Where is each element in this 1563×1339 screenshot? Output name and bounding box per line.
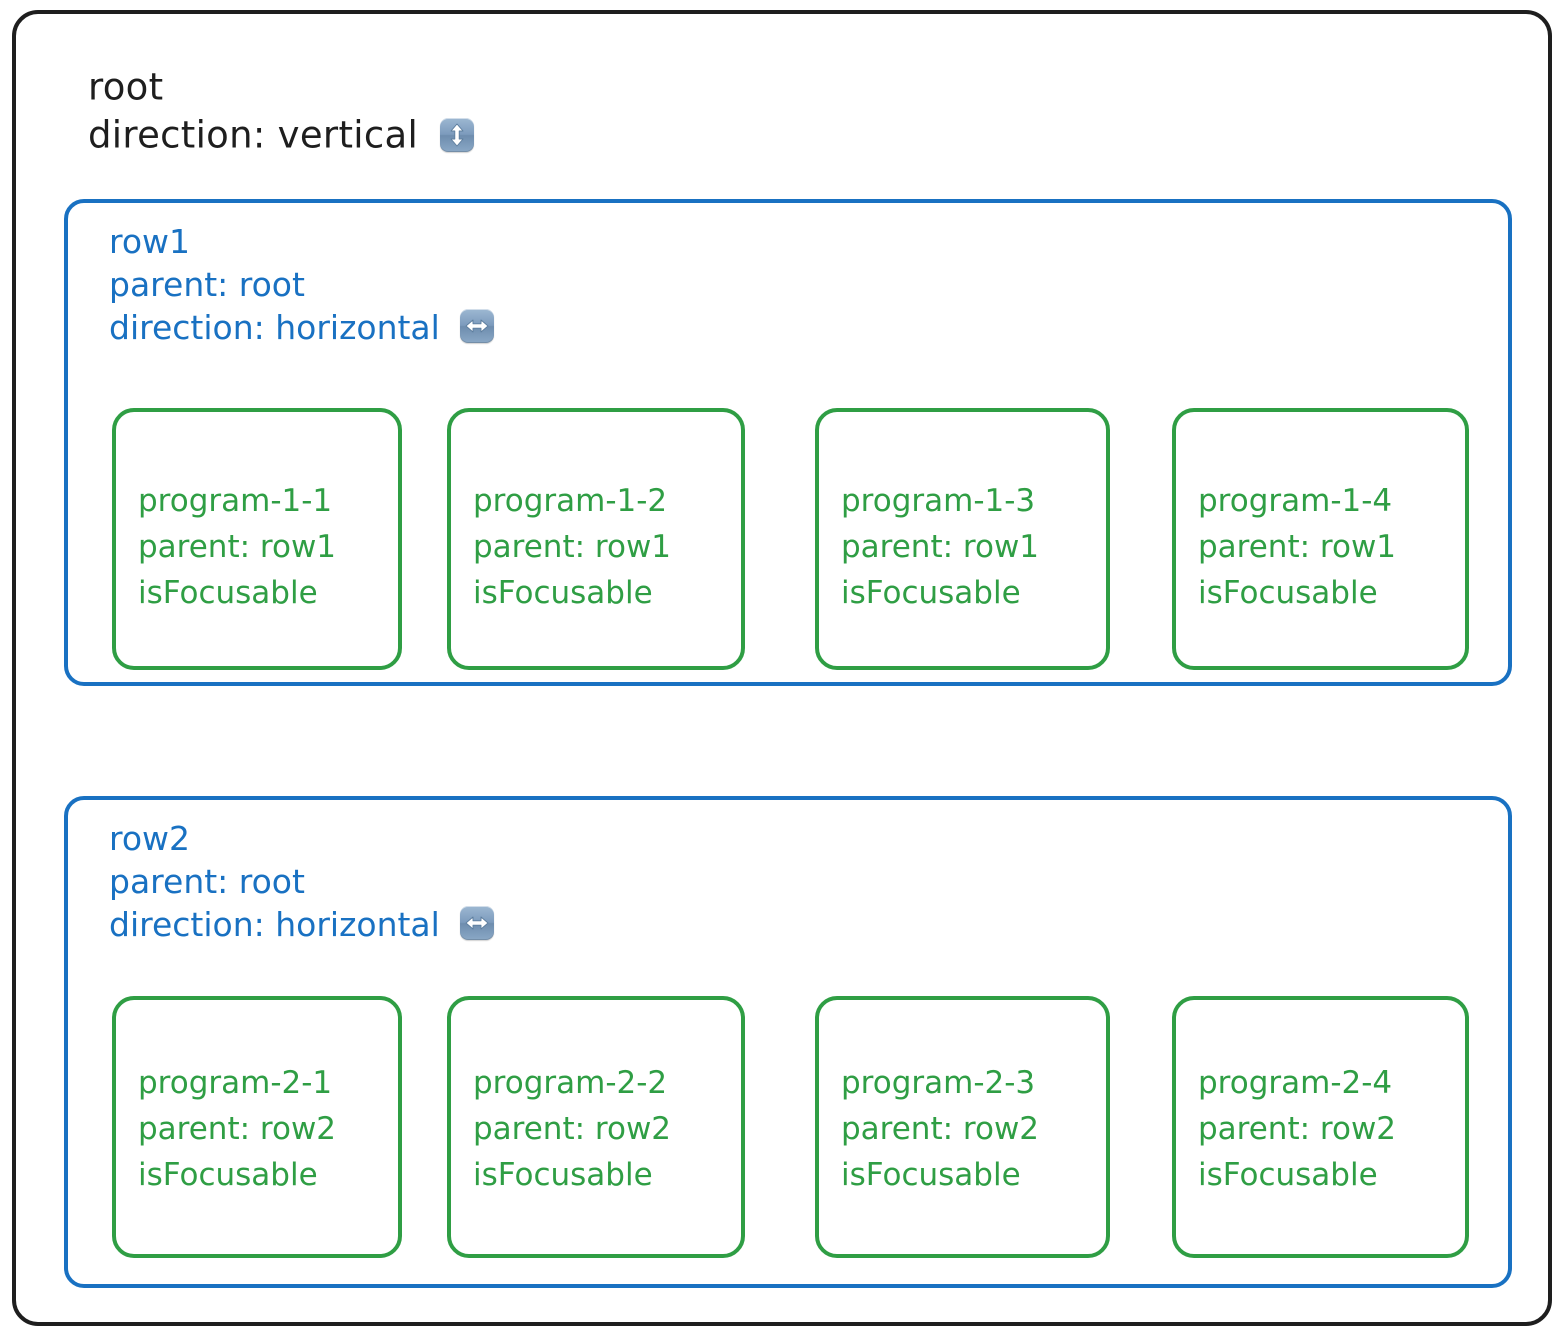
program-node[interactable]: program-2-1 parent: row2 isFocusable (112, 996, 402, 1258)
root-direction-label: direction: vertical (88, 113, 419, 157)
row2-parent-line: parent: root (109, 858, 494, 901)
program-parent-label: parent: row1 (473, 529, 672, 565)
program-focusable-label: isFocusable (1198, 1157, 1378, 1193)
program-node[interactable]: program-1-4 parent: row1 isFocusable (1172, 408, 1469, 670)
row-container-row1[interactable]: row1 parent: root direction: horizontal (64, 199, 1512, 686)
program-focusable-label: isFocusable (473, 1157, 653, 1193)
row1-parent-line: parent: root (109, 261, 494, 304)
program-name: program-1-1 (138, 483, 333, 519)
program-name: program-1-2 (473, 483, 668, 519)
program-focusable-label: isFocusable (138, 575, 318, 611)
program-name: program-2-4 (1198, 1065, 1393, 1101)
row1-label-group: row1 parent: root direction: horizontal (109, 218, 495, 347)
program-parent-label: parent: row2 (841, 1111, 1040, 1147)
row2-label-group: row2 parent: root direction: horizontal (109, 815, 495, 944)
program-parent-label: parent: row2 (138, 1111, 337, 1147)
program-label-group: program-1-4 parent: row1 isFocusable (1198, 478, 1455, 616)
program-node[interactable]: program-1-1 parent: row1 isFocusable (112, 408, 402, 670)
row1-parent-label: parent: root (109, 265, 305, 304)
program-label-group: program-1-1 parent: row1 isFocusable (138, 478, 388, 616)
root-label-group: root direction: vertical (88, 62, 475, 158)
row1-direction-label: direction: horizontal (109, 308, 440, 347)
program-parent-label: parent: row1 (138, 529, 337, 565)
program-name: program-2-2 (473, 1065, 668, 1101)
root-name-line: root (88, 62, 474, 110)
program-focusable-label: isFocusable (138, 1157, 318, 1193)
program-name: program-1-3 (841, 483, 1036, 519)
program-node[interactable]: program-2-3 parent: row2 isFocusable (815, 996, 1110, 1258)
program-parent-label: parent: row2 (1198, 1111, 1397, 1147)
program-node[interactable]: program-1-3 parent: row1 isFocusable (815, 408, 1110, 670)
row1-name-line: row1 (109, 218, 494, 261)
program-name: program-1-4 (1198, 483, 1393, 519)
row2-name-line: row2 (109, 815, 494, 858)
root-name: root (88, 65, 164, 109)
root-container[interactable]: root direction: vertical row1 parent: ro… (12, 10, 1552, 1326)
left-right-arrow-icon (460, 906, 495, 940)
row2-direction-label: direction: horizontal (109, 905, 440, 944)
program-focusable-label: isFocusable (841, 1157, 1021, 1193)
row1-name: row1 (109, 222, 191, 261)
row2-parent-label: parent: root (109, 862, 305, 901)
program-node[interactable]: program-2-4 parent: row2 isFocusable (1172, 996, 1469, 1258)
program-parent-label: parent: row1 (841, 529, 1040, 565)
program-name: program-2-1 (138, 1065, 333, 1101)
program-focusable-label: isFocusable (473, 575, 653, 611)
program-label-group: program-1-3 parent: row1 isFocusable (841, 478, 1096, 616)
program-label-group: program-2-3 parent: row2 isFocusable (841, 1060, 1096, 1198)
program-parent-label: parent: row2 (473, 1111, 672, 1147)
program-label-group: program-2-1 parent: row2 isFocusable (138, 1060, 388, 1198)
row2-direction-line: direction: horizontal (109, 901, 495, 944)
program-focusable-label: isFocusable (841, 575, 1021, 611)
row1-direction-line: direction: horizontal (109, 304, 495, 347)
program-parent-label: parent: row1 (1198, 529, 1397, 565)
row2-name: row2 (109, 819, 191, 858)
root-direction-line: direction: vertical (88, 110, 475, 158)
program-node[interactable]: program-1-2 parent: row1 isFocusable (447, 408, 745, 670)
program-label-group: program-1-2 parent: row1 isFocusable (473, 478, 731, 616)
up-down-arrow-icon (440, 118, 475, 152)
program-node[interactable]: program-2-2 parent: row2 isFocusable (447, 996, 745, 1258)
program-label-group: program-2-2 parent: row2 isFocusable (473, 1060, 731, 1198)
row-container-row2[interactable]: row2 parent: root direction: horizontal (64, 796, 1512, 1288)
program-label-group: program-2-4 parent: row2 isFocusable (1198, 1060, 1455, 1198)
left-right-arrow-icon (460, 309, 495, 343)
program-focusable-label: isFocusable (1198, 575, 1378, 611)
program-name: program-2-3 (841, 1065, 1036, 1101)
